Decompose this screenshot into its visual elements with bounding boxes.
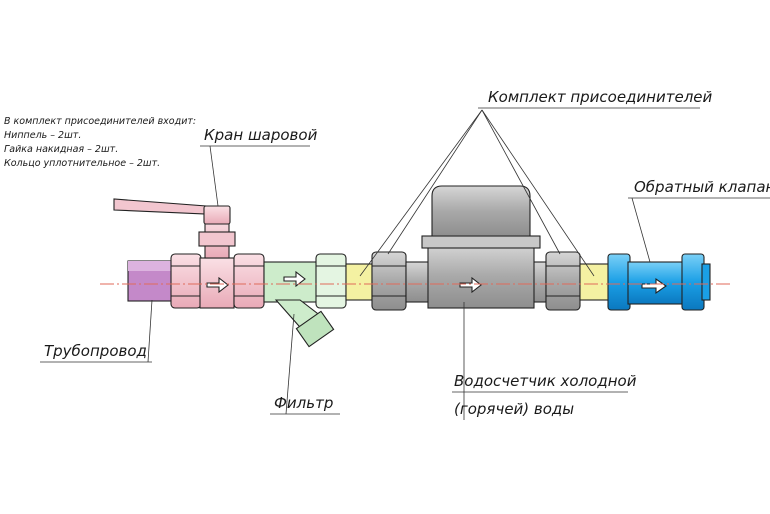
note-heading: В комплект присоединителей входит: xyxy=(4,116,196,127)
check-valve xyxy=(607,253,711,311)
filter xyxy=(263,253,347,348)
ball-valve xyxy=(113,198,265,309)
label-pipeline: Трубопровод xyxy=(44,342,147,360)
label-meter-line2: (горячей) воды xyxy=(454,400,574,418)
union-nut-right xyxy=(545,251,581,311)
note-item-ring: Кольцо уплотнительное – 2шт. xyxy=(4,158,160,169)
note-item-nut: Гайка накидная – 2шт. xyxy=(4,144,118,155)
pipeline xyxy=(127,260,173,302)
label-meter-line1: Водосчетчик холодной xyxy=(454,372,637,390)
label-filter: Фильтр xyxy=(274,394,333,412)
label-ball-valve: Кран шаровой xyxy=(204,126,318,144)
nipple-right xyxy=(579,263,611,301)
note-item-nipple: Ниппель – 2шт. xyxy=(4,130,81,141)
nipple-left xyxy=(345,263,373,301)
leader-lines xyxy=(40,107,770,420)
union-nut-left xyxy=(371,251,407,311)
label-connector-kit: Комплект присоединителей xyxy=(488,88,713,106)
label-check-valve: Обратный клапан xyxy=(634,178,770,196)
water-meter xyxy=(405,185,547,309)
